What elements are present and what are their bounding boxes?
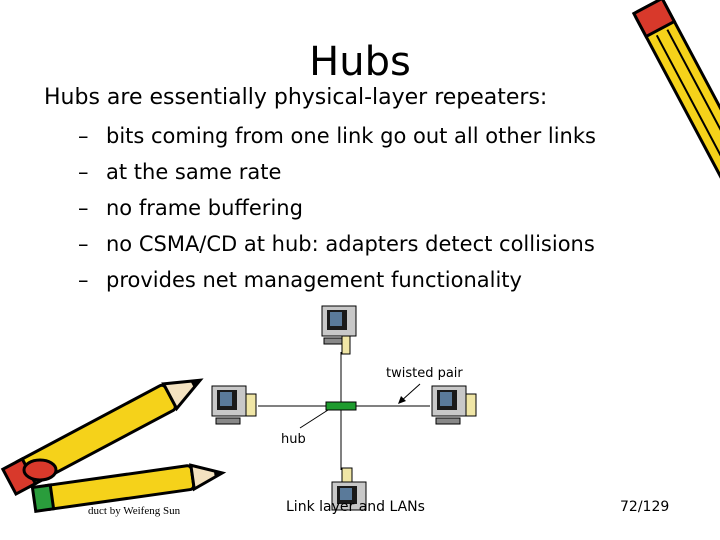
bullet-item: – no frame buffering xyxy=(78,190,596,226)
footer-credit: duct by Weifeng Sun xyxy=(88,505,181,517)
bullet-list: – bits coming from one link go out all o… xyxy=(78,118,596,298)
bullet-item: – at the same rate xyxy=(78,154,596,190)
twisted-pair-label: twisted pair xyxy=(386,366,463,381)
bullet-item: – no CSMA/CD at hub: adapters detect col… xyxy=(78,226,596,262)
hub-label: hub xyxy=(281,432,306,447)
page-number: 72/129 xyxy=(620,499,670,515)
bullet-item: – provides net management functionality xyxy=(78,262,596,298)
computer-icon xyxy=(431,385,477,425)
bullet-text: provides net management functionality xyxy=(106,268,522,292)
bullet-dash: – xyxy=(78,232,89,256)
bullet-dash: – xyxy=(78,124,89,148)
bullet-text: no CSMA/CD at hub: adapters detect colli… xyxy=(106,232,595,256)
computer-icon xyxy=(321,305,357,355)
bullet-text: bits coming from one link go out all oth… xyxy=(106,124,596,148)
footer-center: Link layer and LANs xyxy=(286,499,425,515)
bullet-item: – bits coming from one link go out all o… xyxy=(78,118,596,154)
slide-title: Hubs xyxy=(309,39,411,85)
computer-icon xyxy=(331,467,367,511)
computer-icon xyxy=(211,385,257,425)
bullet-text: at the same rate xyxy=(106,160,282,184)
bullet-dash: – xyxy=(78,268,89,292)
bullet-dash: – xyxy=(78,160,89,184)
bullet-text: no frame buffering xyxy=(106,196,303,220)
arrow-head xyxy=(398,396,406,404)
intro-text: Hubs are essentially physical-layer repe… xyxy=(44,85,548,110)
hub-box xyxy=(325,401,357,411)
bullet-dash: – xyxy=(78,196,89,220)
hub-pointer xyxy=(299,409,329,429)
